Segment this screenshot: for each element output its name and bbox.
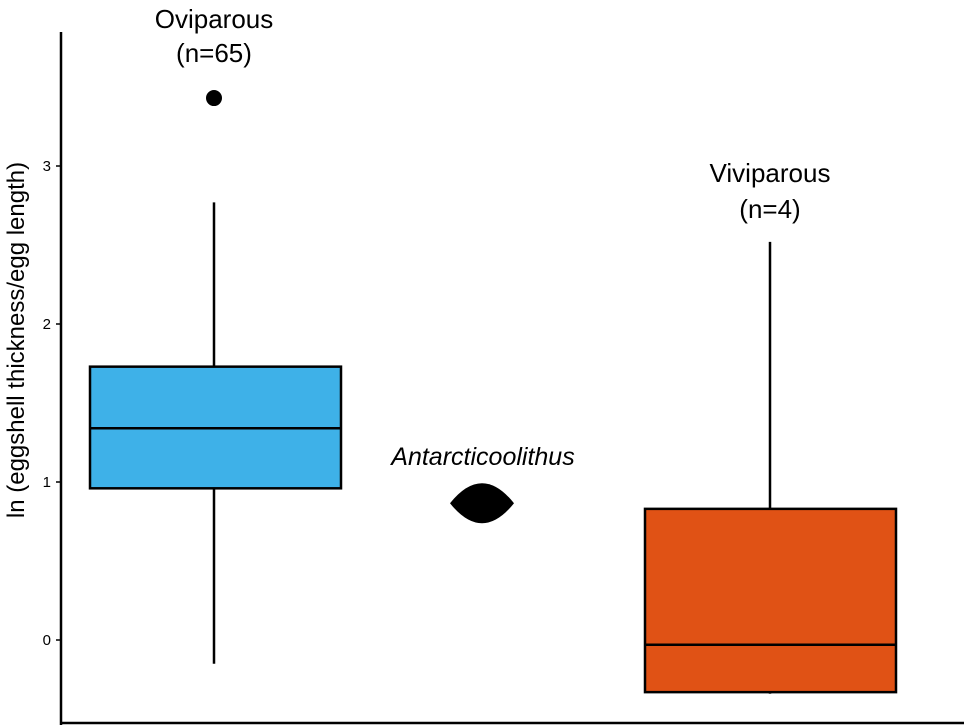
y-tick-label: 3 [43,158,51,175]
annotation-label: Antarcticoolithus [389,443,574,471]
group-name-label: Oviparous [155,4,274,34]
y-axis: 0 1 2 3 [43,32,63,725]
antarcticoolithus-annotation: Antarcticoolithus [389,443,575,524]
iqr-box [643,507,898,694]
egg-shape-icon [450,483,514,524]
box-group-oviparous: Oviparous (n=65) [88,4,343,664]
box-group-viviparous: Viviparous (n=4) [643,158,898,694]
y-axis-label: ln (eggshell thickness/egg length) [3,162,30,518]
group-name-label: Viviparous [710,158,831,188]
y-tick-label: 0 [43,632,51,649]
y-ticks: 0 1 2 3 [43,158,61,649]
y-tick-label: 2 [43,316,51,333]
outlier-point [206,90,222,107]
group-count-label: (n=4) [739,194,800,224]
plot-area: Oviparous (n=65) Viviparous (n=4) Antarctico… [88,4,898,694]
group-count-label: (n=65) [176,38,252,68]
y-tick-label: 1 [43,474,51,491]
